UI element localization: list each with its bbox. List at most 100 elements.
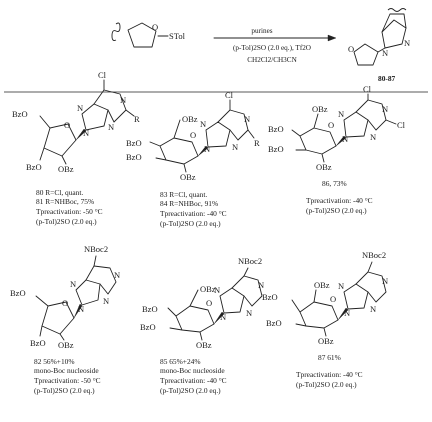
starting-thioglycoside: O STol: [111, 22, 186, 48]
n7-atom: N: [338, 109, 344, 119]
n3-atom: N: [103, 296, 109, 306]
caption-83-reagent: (p-Tol)2SO (2.0 eq.): [160, 219, 221, 228]
arrow-solvent: CH2Cl2/CH3CN: [247, 56, 297, 64]
r-group: R: [254, 138, 260, 148]
n9-atom: N: [204, 144, 210, 154]
bzo-3: BzO: [268, 144, 284, 154]
compound-86-structure: O OBz BzO BzO OBz N N N N Cl Cl: [268, 84, 406, 172]
n9-atom: N: [342, 134, 348, 144]
obz-6: OBz: [200, 284, 216, 294]
n7-atom: N: [200, 119, 206, 129]
n9-atom: N: [220, 312, 226, 322]
pyranose-oxygen: O: [330, 294, 336, 304]
n3-atom: N: [370, 304, 376, 314]
caption-83-temp: Tpreactivation: -40 °C: [160, 209, 227, 218]
obz-6: OBz: [314, 280, 330, 290]
caption-85-monoboc: mono-Boc nucleoside: [160, 366, 225, 375]
caption-84: 84 R=NHBoc, 91%: [160, 199, 218, 208]
compound-87-caption: 87 61% Tpreactivation: -40 °C (p-Tol)2SO…: [296, 353, 363, 389]
sugar-oxygen: O: [62, 298, 68, 308]
arrow-conditions: (p-Tol)2SO (2.0 eq.), Tf2O: [233, 44, 311, 52]
caption-86-reagent: (p-Tol)2SO (2.0 eq.): [306, 206, 367, 215]
pyranose-oxygen: O: [206, 298, 212, 308]
product-n2-atom: N: [404, 38, 410, 48]
caption-86-temp: Tpreactivation: -40 °C: [306, 196, 373, 205]
n1-atom: N: [382, 276, 388, 286]
caption-85: 85 65%+24%: [160, 357, 201, 366]
compound-85-caption: 85 65%+24% mono-Boc nucleoside Tpreactiv…: [160, 357, 227, 395]
nboc2-group: NBoc2: [238, 256, 262, 266]
obz-2: OBz: [196, 340, 212, 350]
caption-80: 80 R=Cl, quant.: [36, 188, 83, 197]
nboc2-group: NBoc2: [84, 244, 108, 254]
compound-82-caption: 82 56%+10% mono-Boc nucleoside Tpreactiv…: [34, 357, 101, 395]
bzo-4: BzO: [142, 304, 158, 314]
n7-atom: N: [70, 279, 76, 289]
n3-atom: N: [246, 308, 252, 318]
product-n-atom: N: [382, 48, 388, 58]
compound-86-caption: 86, 73% Tpreactivation: -40 °C (p-Tol)2S…: [306, 179, 373, 215]
nboc2-group: NBoc2: [362, 250, 386, 260]
n9-atom: N: [344, 308, 350, 318]
n1-atom: N: [244, 114, 250, 124]
bzo-3: BzO: [30, 338, 46, 348]
compound-87-structure: O OBz BzO BzO OBz N N N N NBoc2: [262, 250, 388, 346]
bzo-3: BzO: [26, 162, 42, 172]
n3-atom: N: [108, 122, 114, 132]
caption-80-temp: Tpreactivation: -50 °C: [36, 207, 103, 216]
product-compound-range: 80-87: [378, 74, 396, 83]
caption-87-reagent: (p-Tol)2SO (2.0 eq.): [296, 380, 357, 389]
cl-6: Cl: [225, 90, 234, 100]
compound-82-structure: O BzO BzO OBz N N N N NBoc2: [10, 244, 120, 350]
n7-atom: N: [214, 285, 220, 295]
caption-86: 86, 73%: [322, 179, 347, 188]
caption-81: 81 R=NHBoc, 75%: [36, 197, 94, 206]
caption-87: 87 61%: [318, 353, 341, 362]
obz-2: OBz: [58, 340, 74, 350]
caption-85-temp: Tpreactivation: -40 °C: [160, 376, 227, 385]
bzo-4: BzO: [262, 292, 278, 302]
compound-80-81-structure: O BzO BzO OBz N N N N Cl R: [12, 70, 140, 174]
obz-2: OBz: [316, 162, 332, 172]
bzo-4: BzO: [268, 124, 284, 134]
bzo-5: BzO: [12, 109, 28, 119]
caption-82: 82 56%+10%: [34, 357, 75, 366]
compound-80-81-caption: 80 R=Cl, quant. 81 R=NHBoc, 75% Tpreacti…: [36, 188, 103, 226]
arrow-reagent: purines: [251, 27, 272, 35]
obz-6: OBz: [182, 114, 198, 124]
reaction-arrow: purines (p-Tol)2SO (2.0 eq.), Tf2O CH2Cl…: [213, 27, 337, 64]
caption-82-temp: Tpreactivation: -50 °C: [34, 376, 101, 385]
compound-83-84-caption: 83 R=Cl, quant. 84 R=NHBoc, 91% Tpreacti…: [160, 190, 227, 228]
cl-6: Cl: [363, 84, 372, 94]
obz-6: OBz: [312, 104, 328, 114]
caption-83: 83 R=Cl, quant.: [160, 190, 207, 199]
n7-atom: N: [338, 281, 344, 291]
cl-2: Cl: [397, 120, 406, 130]
sugar-oxygen: O: [64, 120, 70, 130]
bzo-3: BzO: [126, 152, 142, 162]
n1-atom: N: [258, 280, 264, 290]
obz-2: OBz: [58, 164, 74, 174]
stol-group: STol: [169, 31, 186, 41]
caption-87-temp: Tpreactivation: -40 °C: [296, 370, 363, 379]
compound-83-84-structure: O OBz BzO BzO OBz N N N N Cl R: [126, 90, 260, 182]
bzo-4: BzO: [126, 138, 142, 148]
r-group: R: [134, 114, 140, 124]
product-ring-oxygen: O: [348, 44, 354, 54]
pyranose-oxygen: O: [328, 120, 334, 130]
n3-atom: N: [370, 132, 376, 142]
n9-atom: N: [78, 304, 84, 314]
cl-6: Cl: [98, 70, 107, 80]
n3-atom: N: [232, 142, 238, 152]
n9-atom: N: [83, 128, 89, 138]
n1-atom: N: [114, 270, 120, 280]
bzo-5: BzO: [10, 288, 26, 298]
product-nucleoside: O N N 80-87: [348, 8, 410, 83]
compound-85-structure: O OBz BzO BzO OBz N N N N NBoc2: [140, 256, 264, 350]
n1-atom: N: [120, 95, 126, 105]
bzo-3: BzO: [266, 318, 282, 328]
n7-atom: N: [77, 103, 83, 113]
n1-atom: N: [382, 104, 388, 114]
obz-2: OBz: [180, 172, 196, 182]
